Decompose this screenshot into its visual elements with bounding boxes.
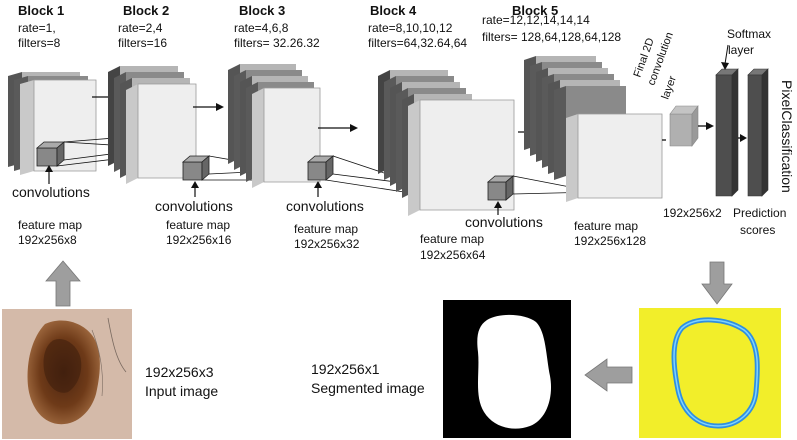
block-4: Block 4 rate=8,10,10,12 filters=64,32.64…	[368, 3, 597, 262]
block-2-feature-size: 192x256x16	[166, 233, 232, 247]
block-2-conv-cube	[181, 155, 211, 181]
block-5-feature-label: feature map	[574, 219, 638, 233]
softmax-label-line2: layer	[728, 43, 754, 57]
block-3-feature-size: 192x256x32	[294, 237, 360, 251]
arrow-softmax-prediction	[738, 134, 747, 142]
block-3-feature-stack	[228, 64, 321, 188]
block-4-feature-label: feature map	[420, 232, 484, 246]
block-5-rate: rate=12,12,14,14,14	[482, 13, 590, 27]
block-3-filters: filters= 32.26.32	[234, 36, 320, 50]
arrow-block3-block4	[318, 124, 358, 132]
block-5-feature-size: 192x256x128	[574, 234, 646, 248]
block-4-rate: rate=8,10,10,12	[368, 21, 453, 35]
arrow-block2-block3	[193, 103, 224, 111]
final-conv-label-line3: layer	[660, 74, 680, 101]
block-4-feature-size: 192x256x64	[420, 248, 486, 262]
block-3-conv-cube	[306, 155, 335, 181]
block-1-conv-cube	[35, 141, 66, 167]
heatmap-image	[639, 308, 781, 438]
pixel-classification-label: PixelClassification	[779, 80, 795, 193]
segmented-image	[443, 300, 571, 438]
block-3-feature-label: feature map	[294, 222, 358, 236]
prediction-label-line1: Prediction	[733, 206, 786, 220]
input-size: 192x256x3	[145, 364, 214, 380]
block-1-convolutions-label: convolutions	[12, 184, 90, 200]
segmented-label: Segmented image	[311, 380, 425, 396]
final-conv-cube	[669, 105, 699, 147]
arrow-prediction-to-heatmap	[701, 261, 733, 305]
final-conv-size: 192x256x2	[663, 206, 722, 220]
block-2-rate: rate=2,4	[118, 21, 163, 35]
block-2: Block 2 rate=2,4 filters=16 convolutions…	[108, 3, 291, 247]
block-3: Block 3 rate=4,6,8 filters= 32.26.32	[228, 3, 421, 251]
block-2-title: Block 2	[123, 3, 169, 18]
block-1-rate: rate=1,	[18, 21, 56, 35]
block-2-convolutions-label: convolutions	[155, 198, 233, 214]
block-2-feature-stack	[108, 66, 197, 184]
input-image	[2, 309, 132, 439]
block-1-filters: filters=8	[18, 36, 61, 50]
block-1-title: Block 1	[18, 3, 64, 18]
softmax-label-line1: Softmax	[727, 27, 771, 41]
block-5-filters: filters= 128,64,128,64,128	[482, 30, 621, 44]
block-3-rate: rate=4,6,8	[234, 21, 289, 35]
softmax-layer-bar	[715, 68, 739, 197]
block-3-title: Block 3	[239, 3, 285, 18]
block-1: Block 1 rate=1, filters=8 convolutions f…	[8, 3, 159, 247]
block-1-feature-size: 192x256x8	[18, 233, 77, 247]
block-2-feature-label: feature map	[166, 218, 230, 232]
block-4-title: Block 4	[370, 3, 417, 18]
block-3-convolutions-label: convolutions	[286, 198, 364, 214]
block-4-filters: filters=64,32.64,64	[368, 36, 467, 50]
block-5-title: Block 5	[512, 3, 558, 18]
final-conv-label: Final 2D convolution layer	[632, 31, 680, 101]
segmented-size: 192x256x1	[311, 361, 380, 377]
arrow-input-to-block1	[45, 260, 81, 307]
prediction-label-line2: scores	[740, 223, 775, 237]
arrow-heatmap-to-segmented	[584, 358, 633, 392]
block-1-feature-label: feature map	[18, 218, 82, 232]
prediction-scores-bar	[747, 68, 769, 197]
arrow-finalconv-softmax	[698, 122, 714, 130]
block-4-convolutions-label: convolutions	[465, 214, 543, 230]
input-label: Input image	[145, 383, 218, 399]
block-5: Block 5 rate=12,12,14,14,14 filters= 128…	[482, 3, 663, 248]
block-4-conv-cube	[486, 175, 515, 201]
block-5-feature-stack	[524, 56, 663, 202]
softmax-pointer-arrow	[721, 44, 729, 70]
block-2-filters: filters=16	[118, 36, 167, 50]
